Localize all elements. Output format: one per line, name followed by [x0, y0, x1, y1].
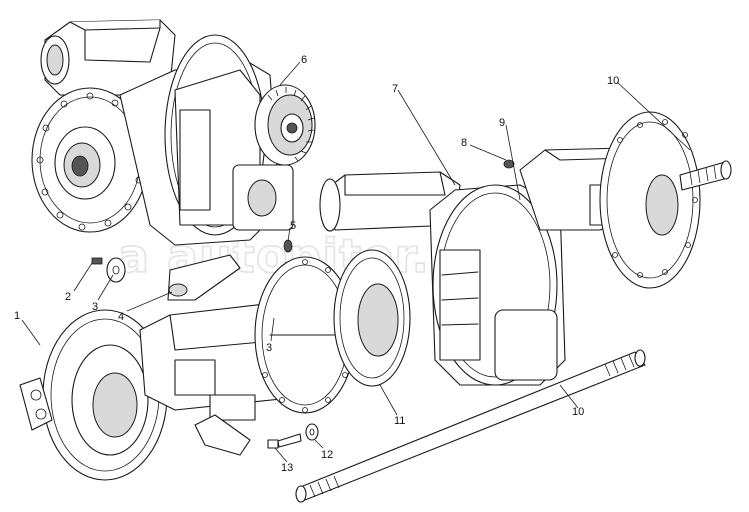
callout-12: 12: [321, 449, 333, 461]
gasket: [333, 249, 411, 387]
callout-10: 10: [607, 75, 619, 87]
half-shaft: [295, 349, 646, 503]
upper-differential-assembly: [31, 19, 316, 246]
axle-housing: [19, 256, 356, 481]
callout-labels: 1 2 3 3 4 5 6 7 8 9 10 10 11 12 13: [14, 54, 619, 474]
callout-1: 1: [14, 310, 20, 322]
callout-7: 7: [392, 83, 398, 95]
callout-3: 3: [92, 301, 98, 313]
callout-4: 4: [118, 311, 124, 323]
callout-5: 5: [290, 220, 296, 232]
callout-9: 9: [499, 117, 505, 129]
rear-differential-assembly: [319, 111, 732, 386]
callout-3: 3: [266, 342, 272, 354]
callout-11: 11: [394, 415, 405, 427]
callout-8: 8: [461, 137, 467, 149]
callout-2: 2: [65, 291, 71, 303]
callout-10: 10: [572, 406, 584, 418]
callout-13: 13: [281, 462, 293, 474]
leader-lines: [21, 61, 691, 463]
callout-6: 6: [301, 54, 307, 66]
small-parts: [91, 159, 515, 449]
